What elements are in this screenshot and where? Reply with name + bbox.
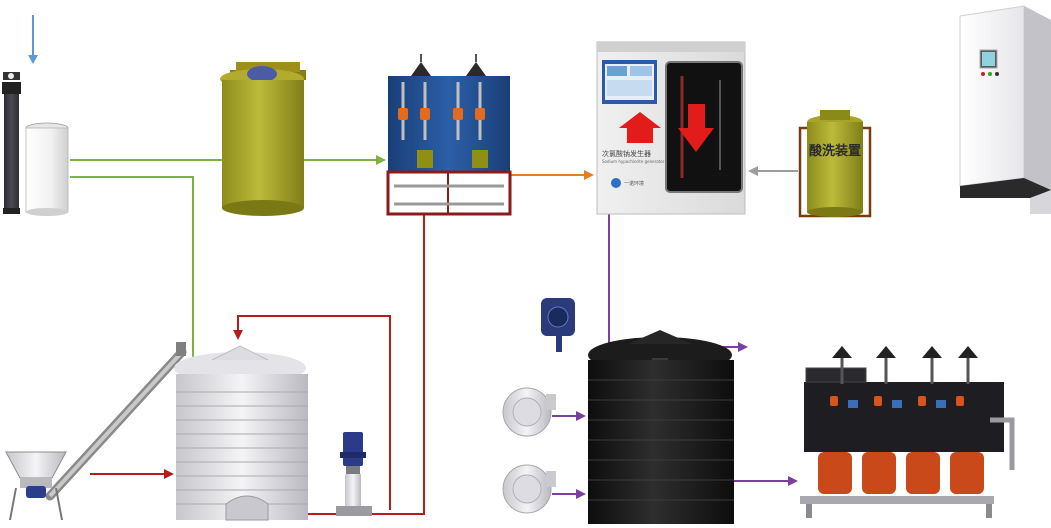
water-arrowhead-electrolyzer	[376, 155, 386, 165]
generator-up-arrow	[619, 112, 661, 143]
brine-line	[308, 185, 425, 515]
vent-arrowhead	[738, 342, 748, 352]
vertical-pump-icon	[336, 432, 372, 516]
recirculation-arrowhead	[233, 330, 243, 340]
dosing-arrowhead	[788, 476, 798, 486]
acid-wash-tank-icon: 酸洗装置	[798, 110, 872, 218]
product-tank-icon	[588, 330, 734, 524]
blower-icon	[502, 387, 556, 514]
acid-arrowhead	[748, 166, 758, 176]
blower-arrowhead-top	[576, 411, 586, 421]
generator-panel-title: 次氯酸钠发生器	[602, 149, 651, 158]
dosing-tanks	[832, 346, 978, 384]
recirculation-line	[237, 315, 391, 510]
water-line-to-salt-tank	[70, 176, 194, 360]
generator-down-arrow	[678, 104, 714, 152]
blower-arrowhead-bottom	[576, 489, 586, 499]
electrolyzer-icon	[386, 54, 512, 216]
acid-wash-label: 酸洗装置	[809, 143, 861, 159]
inlet-arrowhead	[28, 55, 38, 64]
screw-feeder-icon	[5, 342, 187, 521]
dosing-pump-skid-icon	[800, 346, 1015, 518]
product-arrowhead	[584, 170, 594, 180]
generator-panel-subtitle: Sodium hypochlorite generator	[602, 159, 665, 164]
gas-detector-icon	[541, 298, 575, 352]
generator-brand-text: 一诺环境	[624, 180, 644, 187]
control-cabinet-icon	[959, 5, 1051, 214]
storage-tank-icon	[220, 62, 306, 216]
feeder-arrowhead	[164, 469, 174, 479]
water-softener-icon	[2, 72, 69, 216]
generator-cabinet-icon: 次氯酸钠发生器 Sodium hypochlorite generator 一诺…	[596, 41, 746, 215]
salt-dissolving-tank-icon	[174, 345, 308, 521]
